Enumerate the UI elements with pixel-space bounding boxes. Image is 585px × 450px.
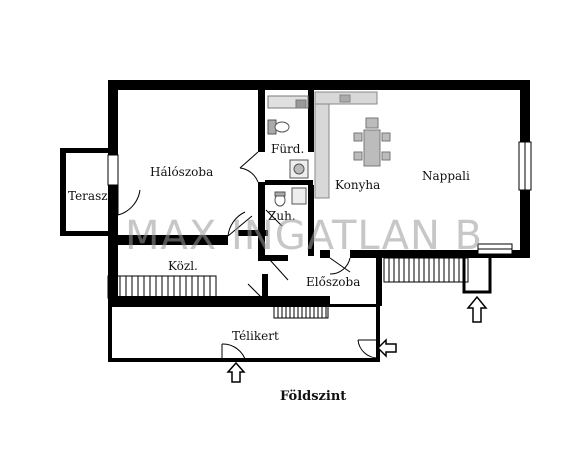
plan-title: Földszint (280, 389, 346, 404)
room-label-terasz: Terasz (68, 189, 108, 203)
toilet-icon (267, 119, 290, 207)
room-label-haloszoba: Hálószoba (150, 165, 213, 179)
room-label-nappali: Nappali (422, 169, 470, 183)
room-label-konyha: Konyha (335, 178, 380, 192)
room-label-zuh: Zuh. (268, 209, 296, 223)
dining-table-icon (353, 117, 391, 167)
washing-machine-icon (289, 159, 309, 179)
stair-treads (113, 258, 465, 318)
room-label-furd: Fürd. (271, 142, 304, 156)
walls (60, 80, 530, 362)
windows (107, 141, 532, 255)
shower-icon (291, 187, 307, 205)
watermark: MAX INGATLAN B (125, 213, 483, 259)
entrance-arrow-icon (226, 295, 488, 383)
room-label-telikert: Télikert (232, 329, 279, 343)
room-label-eloszoba: Előszoba (306, 275, 360, 289)
kitchen-counter-icon (314, 91, 378, 199)
door-swing-icon (117, 151, 379, 363)
room-label-kozl: Közl. (168, 259, 198, 273)
sink-icon (267, 95, 309, 109)
